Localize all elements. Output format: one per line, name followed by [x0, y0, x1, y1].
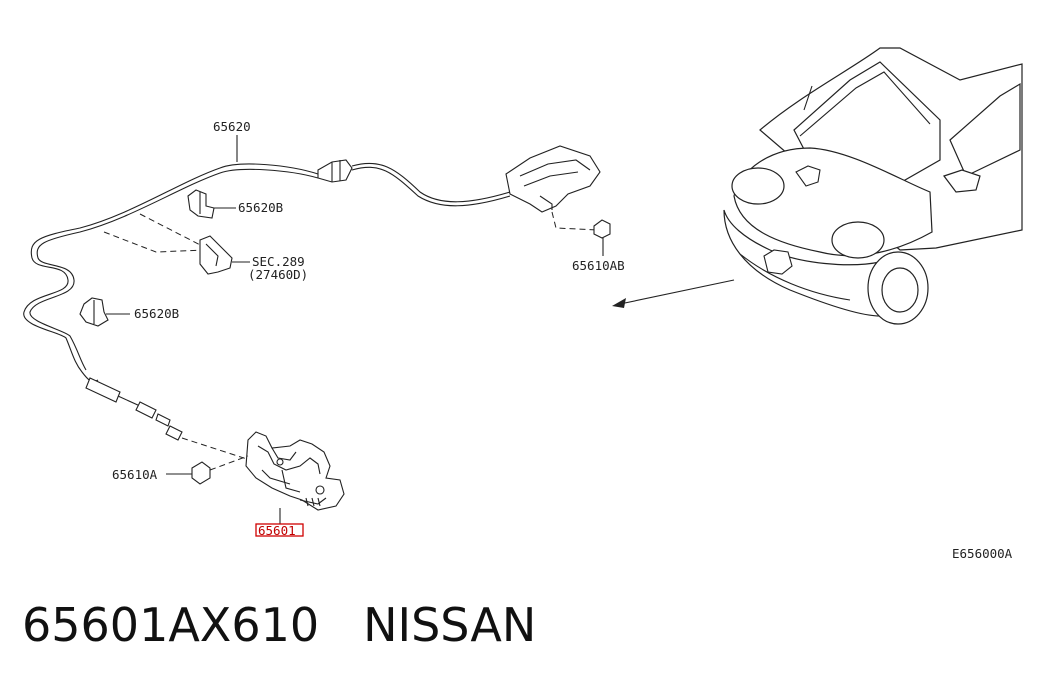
- label-bolt-upper: 65610AB: [572, 258, 625, 273]
- sec-289-bracket: [199, 235, 250, 275]
- car-illustration: [723, 47, 1023, 325]
- label-clip-upper: 65620B: [238, 200, 283, 215]
- figure-code: E656000A: [952, 546, 1013, 561]
- label-clip-lower: 65620B: [134, 306, 179, 321]
- clip-lower: [79, 297, 130, 327]
- highlight-lock-part[interactable]: 65601: [255, 523, 304, 538]
- hood-lock-bracket: [505, 145, 601, 231]
- label-sec-ref-sub: (27460D): [248, 267, 308, 282]
- label-sec-ref: SEC.289: [252, 254, 305, 269]
- bolt-upper: [593, 219, 611, 256]
- hood-lock-assembly: [245, 431, 345, 524]
- part-caption: 65601AX610 NISSAN: [22, 598, 536, 652]
- label-bolt-lower: 65610A: [112, 467, 158, 482]
- bolt-lower: [166, 455, 249, 485]
- caption-brand: NISSAN: [363, 598, 537, 652]
- hood-release-cable: [23, 159, 511, 461]
- location-arrow: [612, 279, 735, 308]
- label-lock-part: 65601: [258, 523, 296, 538]
- label-cable: 65620: [213, 119, 251, 134]
- clip-upper: [187, 189, 236, 219]
- caption-part-number: 65601AX610: [22, 598, 320, 652]
